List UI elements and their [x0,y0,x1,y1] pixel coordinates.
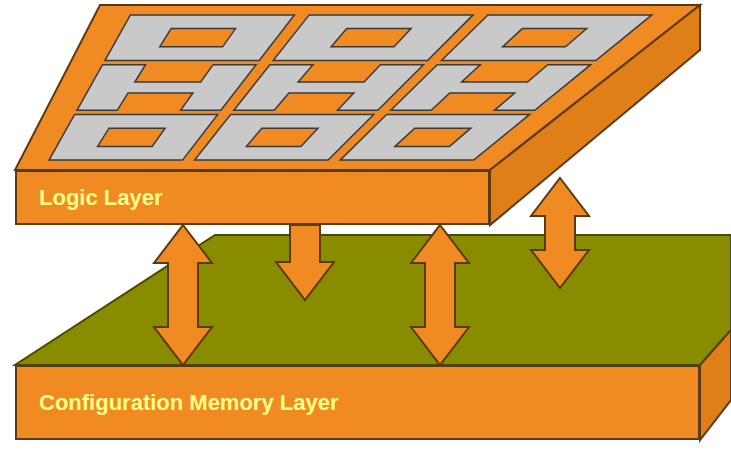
logic-tiles [49,15,652,160]
block-arrow [154,225,212,365]
layer-label: Logic Layer [17,185,162,211]
layer-slab-front: Logic Layer [15,170,490,225]
block-arrow [276,225,334,300]
block-arrow [411,225,469,365]
logic-tile [49,114,218,160]
logic-tile [273,15,473,61]
logic-tile [234,65,424,111]
memory-side-face [700,330,731,440]
logic-tile [77,65,256,111]
logic-tile [441,15,651,61]
logic-tile [340,114,530,160]
layer-label: Configuration Memory Layer [17,390,338,416]
memory-top-face [15,235,731,365]
logic-tile [391,65,591,111]
block-arrow [531,178,589,288]
layer-slab-front: Configuration Memory Layer [15,365,700,440]
logic-tile [105,15,295,61]
